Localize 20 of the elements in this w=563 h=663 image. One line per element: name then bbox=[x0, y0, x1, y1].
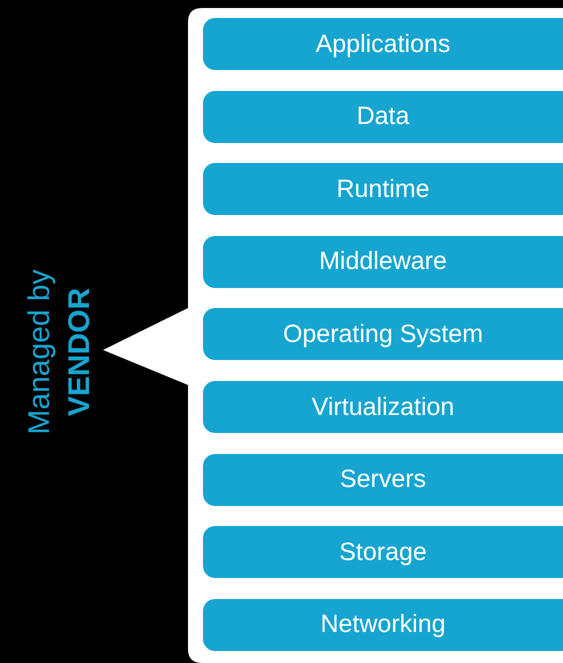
layer-label: Operating System bbox=[282, 320, 484, 349]
layer-label: Middleware bbox=[319, 247, 447, 276]
layer-bar bbox=[203, 598, 563, 651]
layer-label: Servers bbox=[340, 465, 426, 494]
layer-bar bbox=[203, 236, 563, 288]
layer-label: Data bbox=[356, 102, 410, 132]
layer-bar bbox=[203, 381, 563, 433]
layer-label: Networking bbox=[320, 610, 446, 640]
layer-label: Applications bbox=[316, 30, 450, 58]
side-label: VENDOR bbox=[62, 288, 97, 416]
layer-bar bbox=[203, 308, 563, 360]
layer-bar bbox=[203, 163, 563, 216]
layer-bar bbox=[203, 18, 563, 70]
layer-bar bbox=[203, 454, 563, 506]
layer-bar bbox=[203, 526, 563, 578]
layer-label: Runtime bbox=[336, 174, 430, 204]
side-label: Managed by bbox=[22, 269, 57, 435]
layer-label: Storage bbox=[339, 538, 427, 567]
layer-label: Virtualization bbox=[312, 392, 454, 422]
layer-bar bbox=[203, 90, 563, 143]
